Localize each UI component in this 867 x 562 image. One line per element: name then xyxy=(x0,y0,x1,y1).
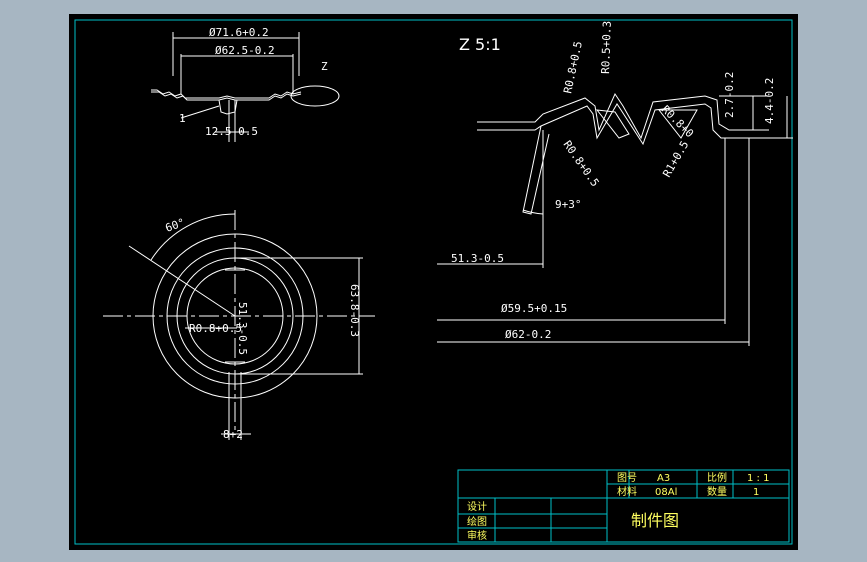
front-view: 60° R0.8+0.5 51.3-0.5 63.8-0.3 8+2 xyxy=(103,210,375,441)
top-view: Ø71.6+0.2 Ø62.5-0.2 Z 12.5-0.5 1 xyxy=(151,26,340,142)
detail-view: Z 5:1 R0.8+0.5 R0.5+0.3 R0.8+0.5 R0.8+0 … xyxy=(437,21,793,346)
drawing-svg: Ø71.6+0.2 Ø62.5-0.2 Z 12.5-0.5 1 60° R0.… xyxy=(74,19,793,545)
dim-dia-text: 63.8-0.3 xyxy=(348,284,361,337)
angle-text: 60° xyxy=(164,216,187,235)
dim-vertical-text: 51.3-0.5 xyxy=(236,302,249,355)
design-label: 设计 xyxy=(467,500,487,513)
qty-value: 1 xyxy=(753,487,759,498)
dim-inner-text: Ø62.5-0.2 xyxy=(215,44,275,57)
title-block: 图号 A3 比例 1 : 1 材料 08Al 数量 1 设计 绘图 审核 制件图 xyxy=(457,469,790,543)
draw-label: 绘图 xyxy=(467,515,487,528)
dim-h1-text: 2.7-0.2 xyxy=(723,72,736,118)
dim-51-text: 51.3-0.5 xyxy=(451,252,504,265)
dim-62-text: Ø62-0.2 xyxy=(505,328,551,341)
angle-detail-text: 9+3° xyxy=(555,198,582,211)
qty-label: 数量 xyxy=(707,485,727,498)
drawing-frame xyxy=(74,19,793,545)
svg-text:1: 1 xyxy=(179,112,186,125)
scale-value: 1 : 1 xyxy=(747,473,769,484)
drawing-no-value: A3 xyxy=(657,473,670,484)
r-top-text: R0.5+0.3 xyxy=(599,21,614,74)
dim-bottom-text: 12.5-0.5 xyxy=(205,125,258,138)
r-right-b-text: R1+0.5 xyxy=(660,139,691,180)
z-detail-circle xyxy=(290,85,340,107)
material-label: 材料 xyxy=(617,485,637,498)
r-mid-text: R0.8+0.5 xyxy=(561,138,602,189)
drawing-no-label: 图号 xyxy=(617,472,637,484)
flange xyxy=(522,125,550,215)
view-marker-z: Z xyxy=(321,60,328,73)
scale-label: 比例 xyxy=(707,471,727,484)
dim-h2-text: 4.4-0.2 xyxy=(763,78,776,124)
review-label: 审核 xyxy=(467,529,487,542)
dim-slot-text: 8+2 xyxy=(223,428,243,441)
material-value: 08Al xyxy=(655,487,677,498)
dim-outer-text: Ø71.6+0.2 xyxy=(209,26,269,39)
r-left-text: R0.8+0.5 xyxy=(561,40,585,95)
drawing-canvas[interactable]: Ø71.6+0.2 Ø62.5-0.2 Z 12.5-0.5 1 60° R0.… xyxy=(69,14,798,550)
dim-59-text: Ø59.5+0.15 xyxy=(501,302,567,315)
detail-label: Z 5:1 xyxy=(459,35,501,54)
drawing-title: 制件图 xyxy=(631,511,679,530)
